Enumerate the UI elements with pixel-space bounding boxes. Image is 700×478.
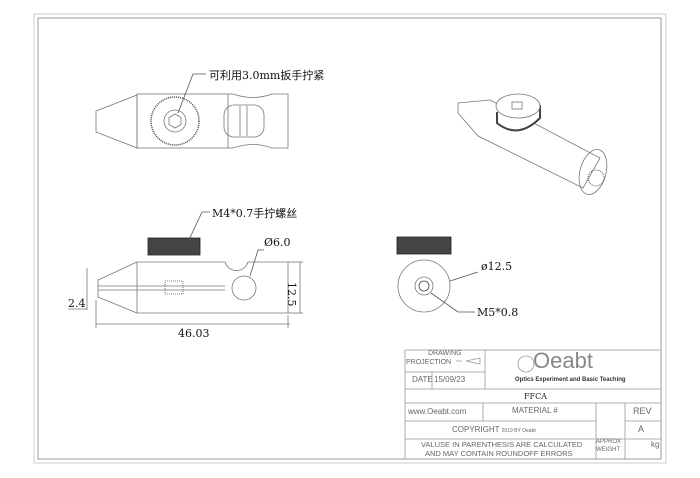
drawing-label: DRAWING: [428, 350, 462, 357]
side-view: [396, 236, 479, 313]
website: www.Oeabt.com: [408, 407, 467, 416]
isometric-view: [457, 93, 608, 195]
height-dim: 12.5: [285, 282, 298, 307]
date-label: DATE: [412, 375, 433, 384]
rev-label: REV: [633, 406, 652, 416]
weight-unit: kg: [651, 440, 660, 449]
logo: Oeabt: [533, 348, 593, 373]
weight-label-2: WEIGHT: [596, 447, 620, 453]
front-view: [68, 211, 303, 328]
copyright-label: COPYRIGHT: [452, 425, 500, 434]
thumb-screw-note: M4*0.7手拧螺丝: [212, 207, 298, 220]
rev-value: A: [638, 424, 645, 434]
note-line-2: AND MAY CONTAIN ROUNDOFF ERRORS: [425, 449, 573, 458]
copyright: COPYRIGHT 2019 BY Oeabt: [452, 425, 536, 434]
outer-diameter-dim: ø12.5: [481, 260, 513, 273]
thread-dim: M5*0.8: [477, 306, 519, 319]
hole-diameter-dim: Ø6.0: [264, 236, 291, 249]
projection-label: PROJECTION: [406, 359, 452, 366]
length-dim: 46.03: [178, 327, 210, 340]
top-view: [95, 73, 289, 149]
date-value: 15/09/23: [434, 375, 466, 384]
note-line-1: VALUSE IN PARENTHESIS ARE CALCULATED: [421, 440, 583, 449]
weight-label-1: APPROX: [596, 439, 622, 445]
wrench-note: 可利用3.0mm扳手拧紧: [209, 69, 325, 82]
slot-dim: 2.4: [68, 297, 86, 310]
logo-tagline: Optics Experiment and Basic Teaching: [515, 377, 626, 383]
material-label: MATERIAL #: [512, 406, 558, 415]
title-block: [404, 349, 662, 460]
part-name: FFCA: [524, 392, 547, 401]
copyright-year: 2019 BY Oeabt: [501, 428, 536, 434]
